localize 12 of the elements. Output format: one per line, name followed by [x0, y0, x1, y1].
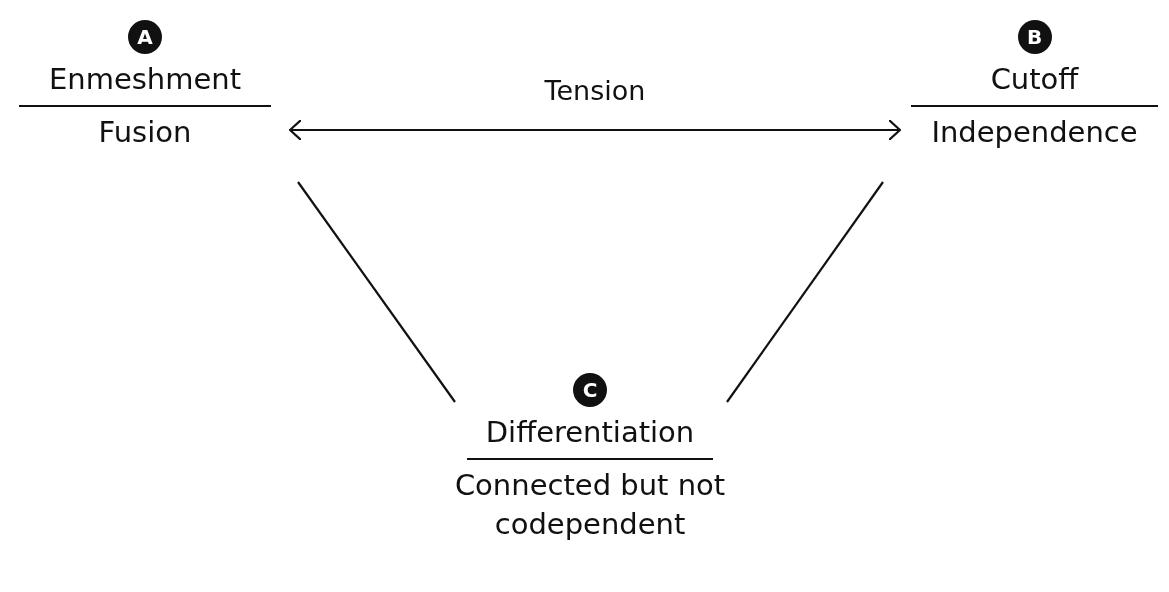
heading-text: Cutoff — [911, 62, 1158, 107]
letter-badge: A — [128, 20, 162, 54]
connector-line — [726, 181, 884, 403]
heading-text: Enmeshment — [19, 62, 271, 107]
heading-text: Differentiation — [467, 415, 713, 460]
letter-badge: B — [1017, 20, 1052, 54]
connector-line — [297, 181, 456, 403]
description-text: Independence — [930, 113, 1139, 151]
description-text: Fusion — [97, 113, 193, 151]
description-text: Connected but not codependent — [453, 466, 727, 543]
double-arrow — [288, 118, 902, 142]
letter-badge: C — [573, 373, 607, 407]
